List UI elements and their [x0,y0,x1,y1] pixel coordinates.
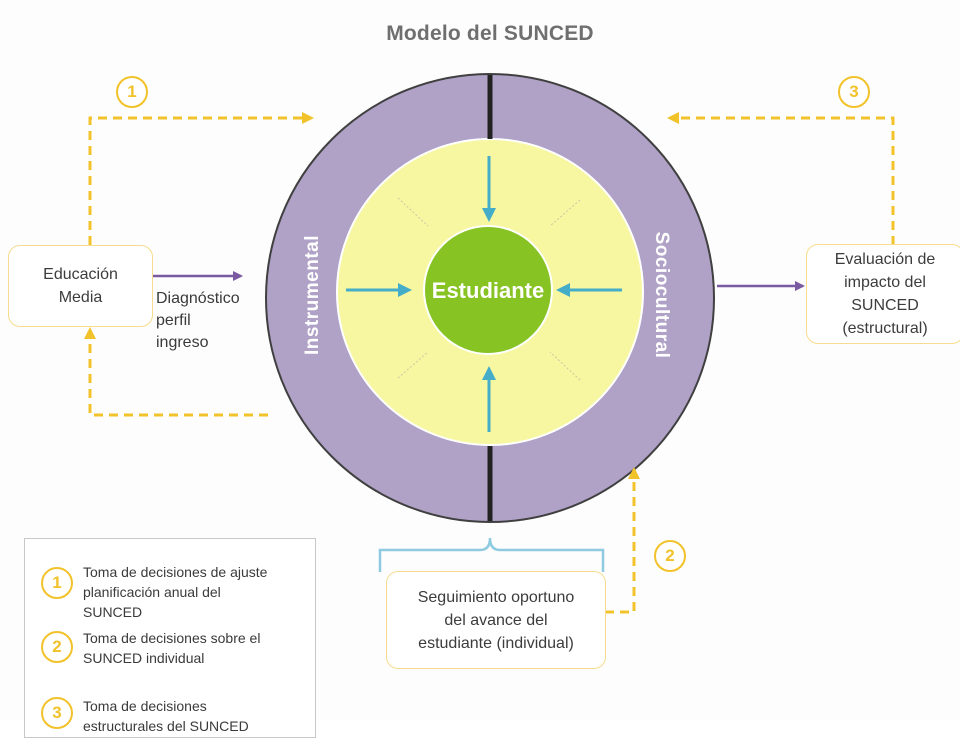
legend-text-1: Toma de decisiones de ajuste planificaci… [83,564,268,620]
ring-label-sociocultural: Sociocultural [651,232,672,359]
badge-2: 2 [654,540,686,572]
diagnostico-label: Diagnóstico perfil ingreso [156,290,240,351]
box-seguimiento: Seguimiento oportuno del avance del estu… [386,571,606,669]
feedback-path-2 [605,467,640,614]
box-educacion-media: Educación Media [8,245,153,327]
legend-text-3: Toma de decisiones estructurales del SUN… [83,698,249,734]
bottom-bracket [378,537,605,572]
box-evaluacion-impacto: Evaluación de impacto del SUNCED (estruc… [806,244,960,344]
legend-badge-3: 3 [41,697,73,729]
diagram-graphics: Estudiante Instrumental Sociocultural [84,73,895,614]
feedback-path-1-top [88,112,314,245]
legend-panel: 1 Toma de decisiones de ajuste planifica… [24,538,316,738]
legend-badge-2: 2 [41,631,73,663]
page-title: Modelo del SUNCED [386,22,594,45]
badge-1: 1 [116,76,148,108]
diag-dash-br [549,351,581,381]
ring-label-instrumental: Instrumental [302,235,323,355]
diag-dash-bl [397,351,429,379]
feedback-path-3 [667,112,895,245]
badge-3: 3 [838,76,870,108]
diagram-canvas: Modelo del SUNCED Estudiante I [8,22,960,738]
diag-dash-tl [397,197,429,227]
diag-dash-tr [549,199,581,227]
center-label: Estudiante [432,278,544,303]
legend-text-2: Toma de decisiones sobre el SUNCED indiv… [83,630,261,666]
legend-badge-1: 1 [41,567,73,599]
center-circle [423,225,553,355]
